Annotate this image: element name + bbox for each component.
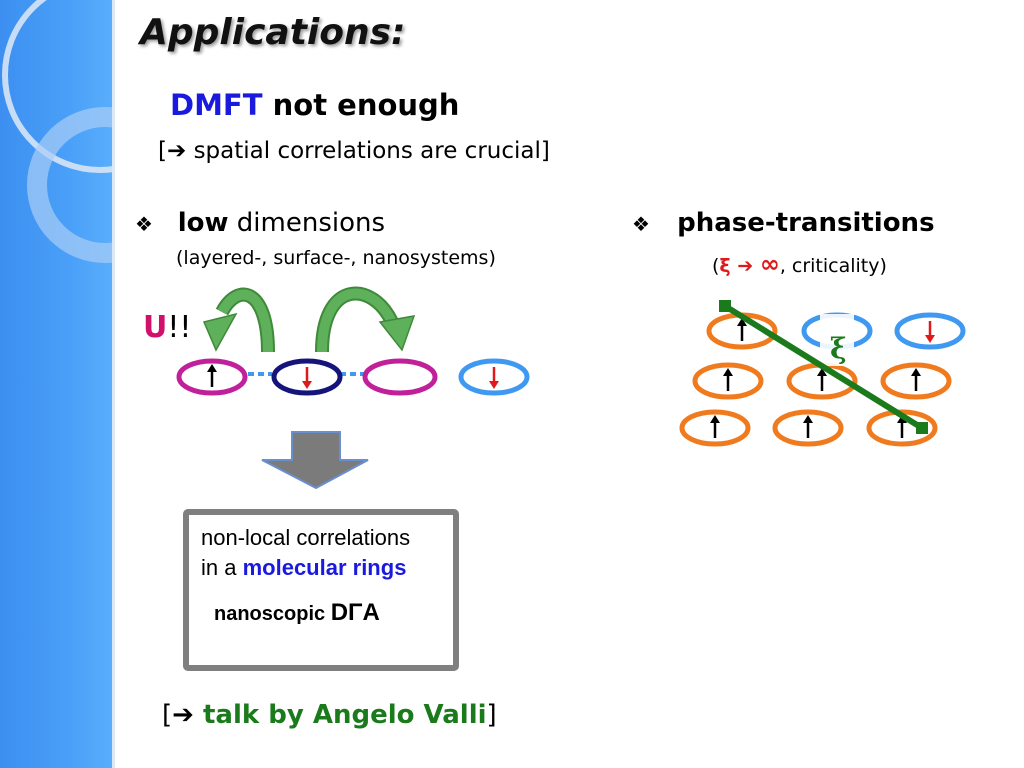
- bullet-icon: ❖: [135, 212, 153, 236]
- down-arrow-icon: [261, 431, 369, 490]
- dga-label: DΓA: [330, 599, 380, 626]
- site-ellipse: [271, 358, 343, 396]
- dmft-rest: not enough: [272, 88, 460, 122]
- sidebar-edge: [112, 0, 115, 768]
- lattice-site: [679, 409, 751, 447]
- lattice-site: [692, 362, 764, 400]
- spin-up-arrow-icon: [723, 368, 733, 391]
- box-line-3: nanoscopic DΓA: [214, 599, 380, 627]
- sidebar-decoration: [0, 0, 115, 768]
- spatial-note: [➔ spatial correlations are crucial]: [158, 138, 550, 164]
- spin-down-arrow-icon: [925, 321, 935, 343]
- criticality-subtext: (ξ ➔ ∞, criticality): [712, 250, 887, 278]
- nanoscopic-label: nanoscopic: [214, 603, 331, 625]
- decorative-circles: [2, 0, 115, 263]
- correlation-line-end: [719, 300, 731, 312]
- layered-subtext: (layered-, surface-, nanosystems): [176, 247, 496, 269]
- xi-rest: , criticality): [779, 255, 887, 277]
- arrow-icon: ➔: [730, 255, 760, 277]
- spatial-open: [: [158, 138, 167, 164]
- bullet-icon: ❖: [632, 212, 650, 236]
- spin-up-arrow-icon: [737, 318, 747, 341]
- spin-up-arrow-icon: [710, 415, 720, 438]
- spin-down-arrow-icon: [489, 367, 499, 389]
- lattice-site: [880, 362, 952, 400]
- lattice-site: [866, 409, 938, 447]
- phase-bold: phase-transitions: [677, 208, 935, 238]
- xi-symbol: ξ: [719, 255, 731, 277]
- u-label: U!!: [143, 310, 191, 345]
- hopping-arrow-left-fill: [217, 289, 273, 353]
- low-rest: dimensions: [228, 208, 386, 238]
- molecular-rings-highlight: molecular rings: [242, 555, 407, 580]
- correlation-line-end: [916, 422, 928, 434]
- xi-label-backdrop: [820, 314, 854, 366]
- arrow-icon: ➔: [166, 138, 187, 164]
- lattice-site: [772, 409, 844, 447]
- xi-open: (: [712, 255, 720, 277]
- spin-up-arrow-icon: [817, 368, 827, 391]
- spatial-text: spatial correlations are crucial: [186, 138, 541, 164]
- dga-box: non-local correlations in a molecular ri…: [183, 509, 459, 671]
- hopping-arrow-right-fill: [317, 288, 397, 353]
- phase-transitions-bullet: ❖ phase-transitions: [632, 208, 935, 238]
- low-dimensions-bullet: ❖ low dimensions: [135, 208, 385, 238]
- talk-close: ]: [486, 700, 497, 730]
- spin-up-arrow-icon: [911, 368, 921, 391]
- xi-label: ξ: [830, 332, 847, 365]
- box-line-2: in a molecular rings: [201, 555, 406, 581]
- hopping-arrow-right-head: [378, 315, 416, 352]
- low-bold: low: [177, 208, 229, 238]
- u-bang: !!: [167, 310, 192, 345]
- arrow-icon: ➔: [172, 700, 194, 730]
- site-ellipse: [362, 358, 438, 396]
- correlation-length-line: [723, 303, 924, 431]
- spin-up-arrow-icon: [207, 364, 217, 387]
- lattice-site: [894, 312, 966, 350]
- talk-reference: [➔ talk by Angelo Valli]: [162, 700, 497, 730]
- box-line-2-prefix: in a: [201, 555, 243, 580]
- slide-title: Applications:: [140, 12, 406, 53]
- site-ellipse: [176, 358, 248, 396]
- dmft-heading: DMFT not enough: [170, 88, 459, 122]
- u-letter: U: [143, 310, 168, 345]
- spin-up-arrow-icon: [803, 415, 813, 438]
- infinity-symbol: ∞: [759, 250, 780, 278]
- talk-text: talk by Angelo Valli: [193, 700, 487, 730]
- spatial-close: ]: [540, 138, 550, 164]
- spin-down-arrow-icon: [302, 367, 312, 389]
- talk-open: [: [162, 700, 173, 730]
- box-line-1: non-local correlations: [201, 525, 411, 550]
- dmft-highlight: DMFT: [170, 88, 263, 122]
- hopping-arrow-left-head: [202, 312, 238, 352]
- site-ellipse: [458, 358, 530, 396]
